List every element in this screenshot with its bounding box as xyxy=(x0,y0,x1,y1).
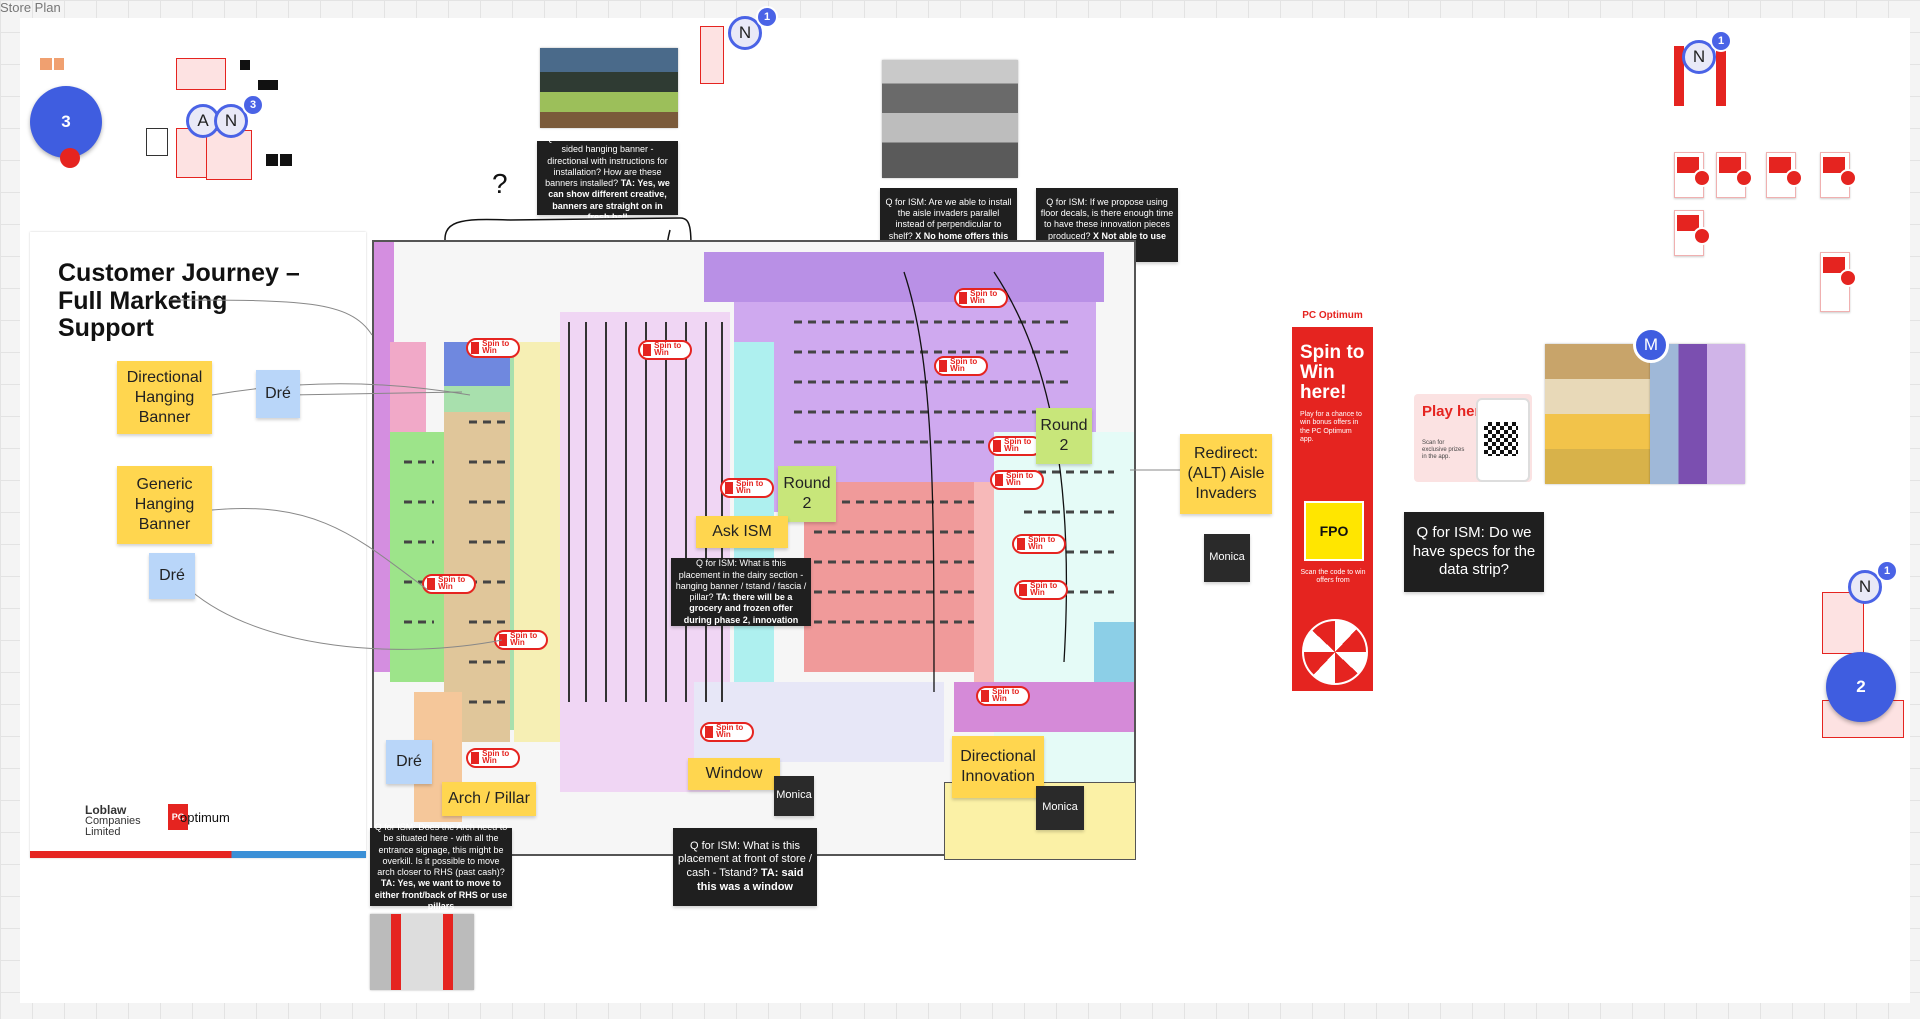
banner-question-note[interactable]: Q for ISM: Can we do a double sided hang… xyxy=(537,133,678,222)
poster-scan-text: Scan the code to win offers from xyxy=(1300,569,1366,585)
poster-headline: Spin to Win here! xyxy=(1300,342,1365,403)
customer-journey-slide[interactable]: Customer Journey – Full Marketing Suppor… xyxy=(30,232,366,858)
slide-title: Customer Journey – Full Marketing Suppor… xyxy=(58,259,300,342)
avatar-m[interactable]: M xyxy=(1633,327,1669,363)
black-square xyxy=(268,80,278,90)
spin-thumbnail[interactable] xyxy=(700,26,724,84)
board-title: Store Plan xyxy=(0,0,61,15)
spin-to-win-marker[interactable]: Spin to Win xyxy=(700,722,754,742)
poster-body: Play for a chance to win bonus offers in… xyxy=(1300,411,1362,444)
monica-note[interactable]: Monica xyxy=(1204,534,1250,582)
slide-footer-bar xyxy=(30,851,366,858)
avatar-count-badge: 1 xyxy=(1710,30,1732,52)
loblaw-logo: Loblaw Companies Limited xyxy=(85,803,141,838)
spin-to-win-marker[interactable]: Spin to Win xyxy=(1012,534,1066,554)
arch-photo[interactable] xyxy=(370,914,474,990)
avatar-count-badge: 1 xyxy=(756,6,778,28)
arch-question-note[interactable]: Q for ISM: Does the Arch need to be situ… xyxy=(370,822,512,911)
aisle-invader-card[interactable] xyxy=(1766,152,1803,198)
fixture-lines xyxy=(404,271,1114,704)
redirect-aisle-invaders-note[interactable]: Redirect: (ALT) Aisle Invaders xyxy=(1180,434,1272,514)
arch-pillar-note[interactable]: Arch / Pillar xyxy=(442,782,536,816)
shelf-photo[interactable] xyxy=(1650,344,1745,484)
comment-cluster-pin[interactable]: 2 xyxy=(1826,652,1896,722)
spin-thumbnail[interactable] xyxy=(1674,46,1684,106)
spin-to-win-marker[interactable]: Spin to Win xyxy=(988,436,1042,456)
spin-to-win-marker[interactable]: Spin to Win xyxy=(720,478,774,498)
pc-logo: PC xyxy=(168,804,188,830)
spin-to-win-marker[interactable]: Spin to Win xyxy=(954,288,1008,308)
black-square xyxy=(266,154,278,166)
black-square xyxy=(240,60,250,70)
data-strip-question-note[interactable]: Q for ISM: Do we have specs for the data… xyxy=(1404,512,1544,592)
spin-to-win-marker[interactable]: Spin to Win xyxy=(990,470,1044,490)
avatar-a[interactable]: A xyxy=(186,104,220,138)
spin-thumbnail[interactable] xyxy=(206,130,252,180)
dre-note[interactable]: Dré xyxy=(386,740,432,784)
play-here-title: Play here! xyxy=(1422,403,1494,420)
round-2-note[interactable]: Round 2 xyxy=(778,466,836,522)
monica-note[interactable]: Monica xyxy=(774,776,814,816)
comment-cluster-pin[interactable]: 3 xyxy=(30,86,102,158)
zone-purple-top xyxy=(704,252,1104,302)
document-icon xyxy=(146,128,168,156)
aisle-photo[interactable] xyxy=(882,60,1018,178)
monica-note[interactable]: Monica xyxy=(1036,786,1084,830)
store-floor-plan[interactable] xyxy=(372,240,1136,860)
spin-to-win-marker[interactable]: Spin to Win xyxy=(466,338,520,358)
optimum-logo: optimum xyxy=(180,810,230,825)
avatar-n[interactable]: N xyxy=(214,104,248,138)
question-mark-annotation: ? xyxy=(492,168,508,199)
generic-hanging-banner-note[interactable]: Generic Hanging Banner xyxy=(117,466,212,544)
cereal-shelf-photo[interactable] xyxy=(1545,344,1650,484)
black-square xyxy=(280,154,292,166)
spin-to-win-marker[interactable]: Spin to Win xyxy=(638,340,692,360)
spin-to-win-marker[interactable]: Spin to Win xyxy=(976,686,1030,706)
window-question-note[interactable]: Q for ISM: What is this placement at fro… xyxy=(673,828,817,906)
spin-to-win-marker[interactable]: Spin to Win xyxy=(466,748,520,768)
dairy-question-note[interactable]: Q for ISM: What is this placement in the… xyxy=(671,558,811,626)
thumbnail-shape xyxy=(40,58,52,70)
round-2-note[interactable]: Round 2 xyxy=(1036,408,1092,464)
spin-to-win-marker[interactable]: Spin to Win xyxy=(934,356,988,376)
directional-hanging-banner-note[interactable]: Directional Hanging Banner xyxy=(117,361,212,434)
spin-to-win-poster[interactable]: PC Optimum Spin to Win here! Play for a … xyxy=(1292,303,1373,691)
poster-fpo: FPO xyxy=(1304,501,1364,561)
zone-yellow xyxy=(514,342,560,742)
dre-note[interactable]: Dré xyxy=(256,370,300,418)
spin-thumbnail[interactable] xyxy=(1716,46,1726,106)
spin-to-win-marker[interactable]: Spin to Win xyxy=(494,630,548,650)
spin-thumbnail[interactable] xyxy=(176,58,226,90)
zone-mint xyxy=(994,432,1134,792)
aisle-invader-card[interactable] xyxy=(1820,152,1857,198)
avatar-n[interactable]: N xyxy=(1682,40,1716,74)
prize-wheel-icon xyxy=(1302,619,1368,685)
avatar-count-badge: 3 xyxy=(242,94,264,116)
qr-code-icon xyxy=(1484,422,1518,456)
spin-to-win-marker[interactable]: Spin to Win xyxy=(422,574,476,594)
poster-brand: PC Optimum xyxy=(1292,303,1373,327)
thumbnail-shape xyxy=(60,148,80,168)
dre-note[interactable]: Dré xyxy=(149,553,195,599)
avatar-count-badge: 1 xyxy=(1876,560,1898,582)
spin-to-win-marker[interactable]: Spin to Win xyxy=(1014,580,1068,600)
levels-of-prizes-card[interactable] xyxy=(1820,252,1857,312)
aisle-invader-card[interactable] xyxy=(1674,152,1711,198)
thumbnail-shape xyxy=(54,58,64,70)
aisle-invader-card[interactable] xyxy=(1716,152,1753,198)
play-here-body: Scan for exclusive prizes in the app. xyxy=(1422,440,1465,461)
aisle-invader-card[interactable] xyxy=(1674,210,1711,256)
fresh-hall-photo[interactable] xyxy=(540,48,678,128)
black-square xyxy=(258,80,268,90)
play-here-card[interactable]: Play here! Scan for exclusive prizes in … xyxy=(1414,394,1532,482)
directional-innovation-note[interactable]: Directional Innovation xyxy=(952,736,1044,798)
ask-ism-note[interactable]: Ask ISM xyxy=(696,516,788,548)
window-note[interactable]: Window xyxy=(688,758,780,790)
